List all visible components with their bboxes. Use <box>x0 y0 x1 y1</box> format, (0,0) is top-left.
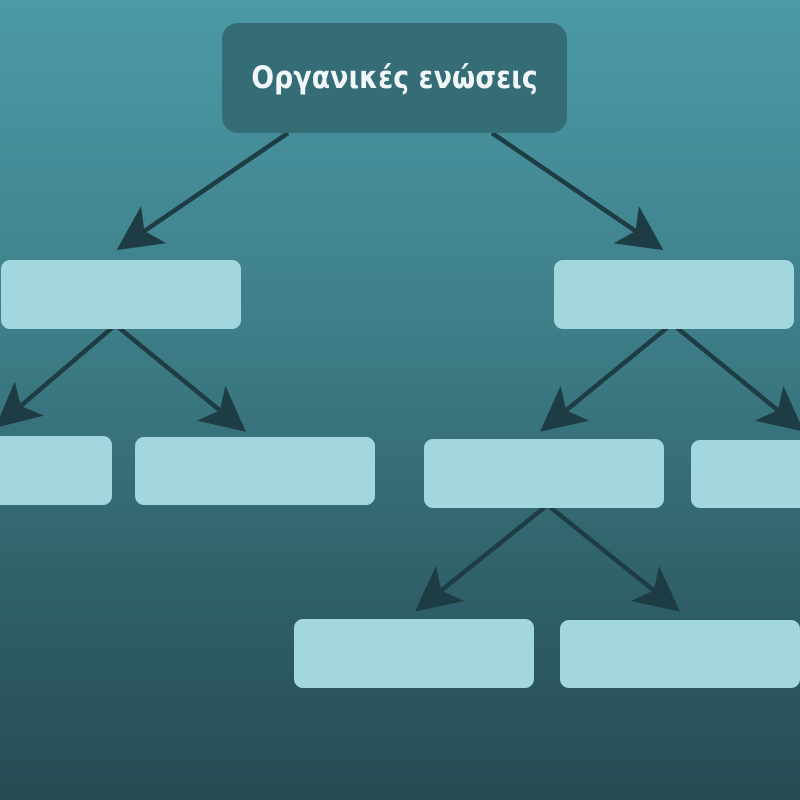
root-node[interactable]: Οργανικές ενώσεις <box>222 23 567 133</box>
arrow-level2-right-a-to-level3-right-b <box>548 505 681 612</box>
node-level3-right-b[interactable] <box>560 620 800 688</box>
arrow-level1-left-to-level2-left-a <box>0 325 115 428</box>
arrow-level1-right-to-level2-right-b <box>674 325 800 432</box>
arrow-level1-right-to-level2-right-a <box>540 325 670 432</box>
arrow-root-to-level1-left <box>116 131 290 251</box>
node-level1-left[interactable] <box>1 260 241 329</box>
root-node-title: Οργανικές ενώσεις <box>251 60 538 96</box>
arrow-level1-left-to-level2-left-b <box>116 325 246 432</box>
node-level2-left-a[interactable] <box>0 436 112 505</box>
node-level1-right[interactable] <box>554 260 794 329</box>
node-level2-right-b[interactable] <box>691 440 800 508</box>
node-level2-right-a[interactable] <box>424 439 664 508</box>
node-level3-right-a[interactable] <box>294 619 534 688</box>
node-level2-left-b[interactable] <box>135 437 375 505</box>
arrow-root-to-level1-right <box>490 131 664 251</box>
arrow-level2-right-a-to-level3-right-a <box>414 505 547 612</box>
